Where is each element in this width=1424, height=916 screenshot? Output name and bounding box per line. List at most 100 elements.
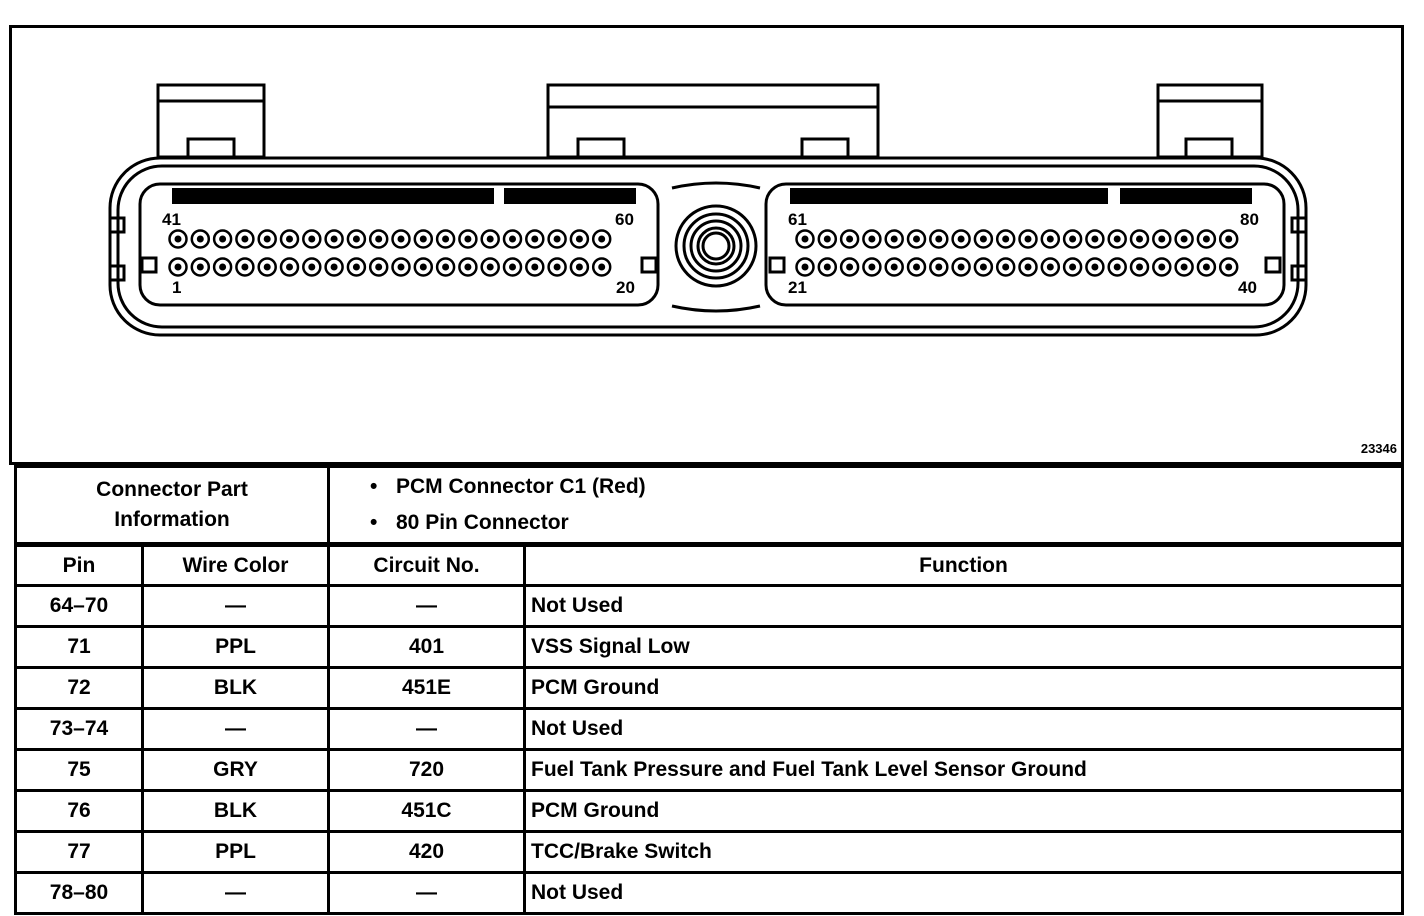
table-row: 73–74 — — Not Used	[14, 707, 1404, 751]
cell-wire-color: PPL	[141, 830, 330, 874]
pin-socket	[190, 229, 211, 249]
cell-circuit-no: —	[327, 871, 526, 915]
pin-socket-contact	[308, 235, 316, 243]
pin-socket	[525, 257, 545, 277]
pin-socket	[569, 229, 590, 249]
pin-socket	[1196, 257, 1217, 277]
table-row: 75 GRY 720 Fuel Tank Pressure and Fuel T…	[14, 748, 1404, 792]
pin-socket-contact	[464, 263, 472, 271]
pin-socket-contact	[241, 263, 249, 271]
pin-socket-contact	[419, 235, 427, 243]
pin-socket-contact	[352, 263, 360, 271]
pin-socket	[235, 229, 255, 249]
pin-socket-contact	[330, 263, 338, 271]
pin-socket-contact	[1024, 263, 1032, 271]
pin-socket-contact	[196, 263, 204, 271]
pin-socket-contact	[1158, 263, 1166, 271]
header-function: Function	[523, 544, 1404, 587]
pin-socket-contact	[957, 235, 965, 243]
connector-diagram-panel: 41 60 1 20 61 80 21 40 23346	[9, 25, 1404, 465]
pin-label-21: 21	[788, 278, 807, 297]
pin-socket-contact	[1069, 235, 1077, 243]
pin-socket-contact	[868, 263, 876, 271]
pin-socket	[1129, 257, 1150, 277]
cell-pin: 77	[14, 830, 144, 874]
pin-socket-contact	[375, 235, 383, 243]
pin-socket-contact	[375, 263, 383, 271]
pin-socket	[951, 229, 971, 249]
pin-socket	[168, 229, 188, 249]
pin-socket-contact	[531, 263, 539, 271]
pin-socket	[906, 257, 927, 277]
pin-socket	[368, 257, 389, 277]
pin-socket	[368, 229, 389, 249]
pin-socket	[324, 229, 344, 249]
pin-socket-contact	[486, 263, 494, 271]
cell-circuit-no: —	[327, 707, 526, 751]
cell-function: PCM Ground	[523, 789, 1404, 833]
connector-pin-rows	[168, 229, 1239, 277]
pin-socket-contact	[286, 235, 293, 243]
pin-socket-contact	[913, 235, 920, 243]
pin-socket-contact	[442, 263, 450, 271]
pin-socket	[929, 229, 949, 249]
pin-socket-contact	[1136, 263, 1143, 271]
cell-function: Not Used	[523, 584, 1404, 628]
cell-function: TCC/Brake Switch	[523, 830, 1404, 874]
pin-socket	[1085, 229, 1105, 249]
cell-pin: 78–80	[14, 871, 144, 915]
pin-socket	[502, 229, 523, 249]
pin-socket-contact	[509, 235, 516, 243]
pin-socket-contact	[1002, 235, 1010, 243]
pin-socket	[1174, 257, 1194, 277]
pin-socket-contact	[196, 235, 204, 243]
pin-socket	[1062, 229, 1083, 249]
table-row: 71 PPL 401 VSS Signal Low	[14, 625, 1404, 669]
pin-socket	[235, 257, 255, 277]
pin-socket-contact	[801, 263, 809, 271]
pin-socket	[795, 257, 815, 277]
pin-socket	[817, 229, 838, 249]
pin-socket	[391, 257, 411, 277]
pin-socket	[1040, 257, 1061, 277]
cell-circuit-no: 720	[327, 748, 526, 792]
connector-housing	[108, 83, 1308, 337]
pin-socket-contact	[553, 235, 561, 243]
pin-function-table: Pin Wire Color Circuit No. Function 64–7…	[14, 544, 1404, 915]
pin-socket-contact	[846, 235, 854, 243]
pin-socket-contact	[1202, 235, 1210, 243]
pin-socket-contact	[823, 263, 831, 271]
pin-socket-contact	[509, 263, 516, 271]
pin-socket	[995, 229, 1016, 249]
cell-pin: 75	[14, 748, 144, 792]
table-header-row: Pin Wire Color Circuit No. Function	[14, 544, 1404, 587]
pin-socket	[168, 257, 188, 277]
pin-socket	[569, 257, 590, 277]
pin-socket-contact	[241, 235, 249, 243]
pin-socket	[502, 257, 523, 277]
pin-socket	[458, 229, 478, 249]
cell-wire-color: BLK	[141, 789, 330, 833]
pin-socket-contact	[598, 263, 606, 271]
pin-socket-contact	[868, 235, 876, 243]
cell-circuit-no: 451C	[327, 789, 526, 833]
pin-socket	[795, 229, 815, 249]
pin-socket	[346, 229, 367, 249]
pin-label-1: 1	[172, 278, 181, 297]
cell-circuit-no: 451E	[327, 666, 526, 710]
pin-socket-contact	[1046, 263, 1054, 271]
pin-socket-contact	[174, 263, 182, 271]
pin-socket-contact	[1069, 263, 1077, 271]
pin-socket-contact	[263, 235, 271, 243]
pin-socket-contact	[308, 263, 316, 271]
connector-info-label-line2: Information	[114, 508, 230, 531]
pin-socket-contact	[575, 263, 583, 271]
pin-socket-contact	[1180, 263, 1188, 271]
cell-wire-color: —	[141, 707, 330, 751]
pin-socket	[1174, 229, 1194, 249]
pin-socket	[435, 229, 456, 249]
cell-pin: 71	[14, 625, 144, 669]
pin-socket-contact	[442, 235, 450, 243]
pin-label-41: 41	[162, 210, 181, 229]
connector-info-item: 80 Pin Connector	[370, 505, 1401, 541]
